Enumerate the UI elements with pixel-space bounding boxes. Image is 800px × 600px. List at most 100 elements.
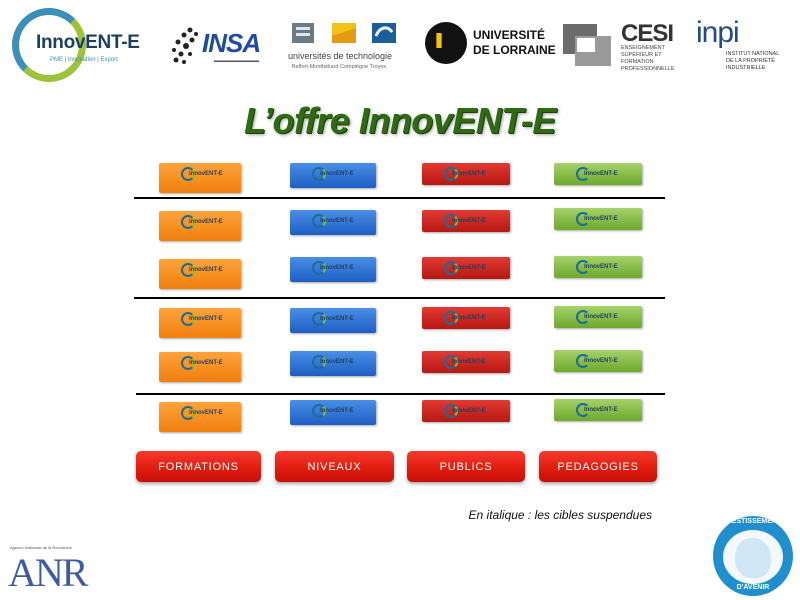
tile-label: InnovENT-E — [189, 267, 223, 273]
innovent-mini-icon — [181, 356, 195, 370]
niveaux-button[interactable]: NIVEAUX — [275, 451, 394, 482]
utech-logo: universités de technologie Belfort-Montb… — [286, 20, 401, 75]
innovent-mini-icon — [312, 214, 326, 228]
pedagogie-tile[interactable]: InnovENT-E — [554, 163, 642, 185]
tile-label: InnovENT-E — [584, 171, 618, 177]
tile-label: InnovENT-E — [452, 359, 486, 365]
tile-label: InnovENT-E — [320, 171, 354, 177]
tile-label: InnovENT-E — [320, 218, 354, 224]
public-tile[interactable]: InnovENT-E — [422, 307, 510, 329]
innovent-mini-icon — [576, 260, 590, 274]
innovent-mini-icon — [181, 263, 195, 277]
tile-label: InnovENT-E — [189, 171, 223, 177]
inpi-logo-sub: INSTITUT NATIONAL DE LA PROPRIÉTÉ INDUST… — [726, 51, 780, 71]
marianne-face-icon — [735, 538, 771, 578]
utech-marks — [290, 20, 398, 46]
innovent-mini-icon — [181, 167, 195, 181]
innovent-mini-icon — [312, 167, 326, 181]
pedagogie-tile[interactable]: InnovENT-E — [554, 208, 642, 230]
page-title: L’offre InnovENT-E — [244, 100, 556, 141]
row-separator — [134, 297, 665, 299]
niveau-tile[interactable]: InnovENT-E — [290, 210, 376, 235]
tile-label: InnovENT-E — [452, 218, 486, 224]
formations-button[interactable]: FORMATIONS — [136, 451, 261, 482]
innovent-mini-icon — [444, 404, 458, 418]
tile-label: InnovENT-E — [452, 265, 486, 271]
inpi-logo-name: inpi — [696, 16, 740, 49]
innovent-mini-icon — [576, 354, 590, 368]
innovent-mini-icon — [444, 355, 458, 369]
public-tile[interactable]: InnovENT-E — [422, 400, 510, 422]
row-separator — [134, 197, 665, 199]
row-separator — [136, 393, 665, 395]
lorraine-logo: ll UNIVERSITÉ DE LORRAINE — [425, 20, 556, 66]
pedagogie-tile[interactable]: InnovENT-E — [554, 399, 642, 421]
tile-label: InnovENT-E — [320, 408, 354, 414]
tile-label: InnovENT-E — [189, 316, 223, 322]
formation-tile[interactable]: InnovENT-E — [159, 163, 241, 193]
tile-label: InnovENT-E — [189, 219, 223, 225]
formation-tile[interactable]: InnovENT-E — [159, 211, 241, 241]
pedagogie-tile[interactable]: InnovENT-E — [554, 350, 642, 372]
formation-tile[interactable]: InnovENT-E — [159, 259, 241, 289]
cesi-square-icon — [563, 24, 611, 66]
tile-label: InnovENT-E — [584, 314, 618, 320]
insa-logo-name: INSA — [202, 28, 261, 58]
anr-logo-name: ANR — [8, 550, 88, 595]
innovent-mini-icon — [312, 355, 326, 369]
pedagogie-tile[interactable]: InnovENT-E — [554, 256, 642, 278]
public-tile[interactable]: InnovENT-E — [422, 351, 510, 373]
niveau-tile[interactable]: InnovENT-E — [290, 257, 376, 282]
innovent-mini-icon — [181, 406, 195, 420]
niveau-tile[interactable]: InnovENT-E — [290, 308, 376, 333]
utt-mark-icon — [372, 23, 396, 43]
formation-tile[interactable]: InnovENT-E — [159, 402, 241, 432]
tile-label: InnovENT-E — [452, 171, 486, 177]
tile-label: InnovENT-E — [320, 359, 354, 365]
innovent-mini-icon — [576, 403, 590, 417]
niveau-tile[interactable]: InnovENT-E — [290, 163, 376, 188]
tile-label: InnovENT-E — [584, 358, 618, 364]
tile-label: InnovENT-E — [189, 360, 223, 366]
innovent-logo: InnovENT-E PME | Innovation | Export — [12, 8, 152, 90]
innovent-mini-icon — [444, 261, 458, 275]
tile-label: InnovENT-E — [584, 407, 618, 413]
niveau-tile[interactable]: InnovENT-E — [290, 351, 376, 376]
innovent-mini-icon — [444, 167, 458, 181]
tile-label: InnovENT-E — [320, 265, 354, 271]
public-tile[interactable]: InnovENT-E — [422, 210, 510, 232]
utech-logo-line1: universités de technologie — [288, 51, 393, 61]
lorraine-logo-line2: DE LORRAINE — [473, 43, 556, 57]
publics-button[interactable]: PUBLICS — [407, 451, 525, 482]
cesi-logo: CESI ENSEIGNEMENT SUPÉRIEUR ET FORMATION… — [563, 20, 683, 72]
investissements-avenir-logo: INVESTISSEMENTS D'AVENIR — [713, 516, 793, 596]
innovent-mini-icon — [444, 311, 458, 325]
innovent-mini-icon — [576, 167, 590, 181]
inpi-logo: inpi INSTITUT NATIONAL DE LA PROPRIÉTÉ I… — [694, 16, 790, 72]
formation-tile[interactable]: InnovENT-E — [159, 308, 241, 338]
utc-mark-icon — [332, 23, 356, 43]
tile-label: InnovENT-E — [584, 264, 618, 270]
cesi-logo-sub: ENSEIGNEMENT SUPÉRIEUR ET FORMATION PROF… — [621, 45, 675, 72]
tile-label: InnovENT-E — [189, 410, 223, 416]
pedagogie-tile[interactable]: InnovENT-E — [554, 306, 642, 328]
public-tile[interactable]: InnovENT-E — [422, 257, 510, 279]
formation-tile[interactable]: InnovENT-E — [159, 352, 241, 382]
lorraine-logo-line1: UNIVERSITÉ — [473, 28, 546, 42]
tile-label: InnovENT-E — [320, 316, 354, 322]
niveau-tile[interactable]: InnovENT-E — [290, 400, 376, 425]
insa-dots-icon — [172, 27, 198, 64]
utech-logo-line2: Belfort-Montbéliard Compiègne Troyes — [292, 64, 387, 70]
innovent-mini-icon — [181, 215, 195, 229]
innovent-mini-icon — [444, 214, 458, 228]
innovent-mini-icon — [312, 312, 326, 326]
anr-logo: Agence Nationale de la Recherche ANR — [8, 545, 100, 595]
innovent-mini-icon — [576, 212, 590, 226]
innovent-logo-tagline: PME | Innovation | Export — [50, 57, 118, 63]
innovent-logo-name: InnovENT-E — [36, 32, 140, 53]
tile-label: InnovENT-E — [452, 315, 486, 321]
anr-logo-sub: Agence Nationale de la Recherche — [10, 545, 72, 550]
pedagogies-button[interactable]: PEDAGOGIES — [539, 451, 657, 482]
tile-label: InnovENT-E — [584, 216, 618, 222]
public-tile[interactable]: InnovENT-E — [422, 163, 510, 185]
